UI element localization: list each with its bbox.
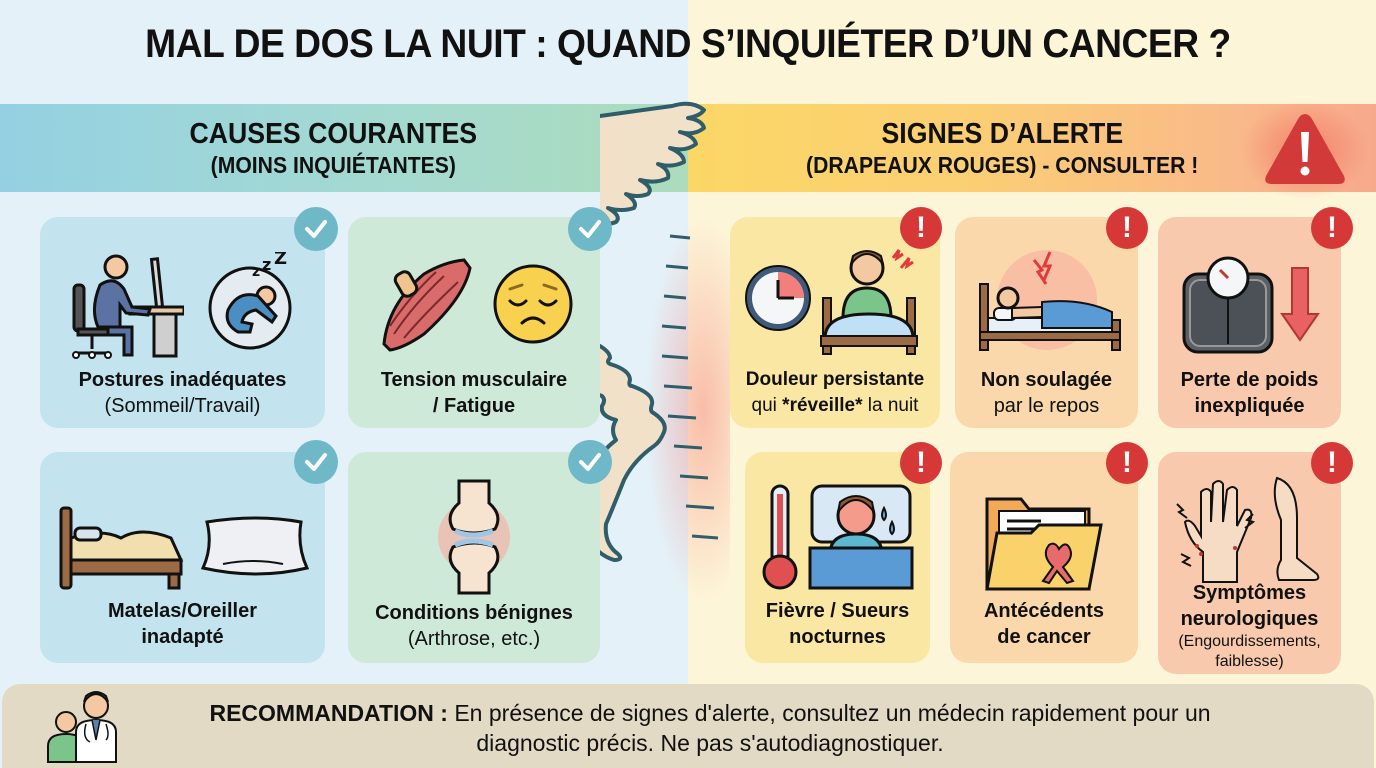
card-muscle-tension: Tension musculaire / Fatigue xyxy=(348,217,600,428)
card-not-relieved-by-rest: Non soulagée par le repos xyxy=(955,217,1138,428)
card-fever-night-sweats: Fièvre / Sueurs nocturnes xyxy=(745,452,930,663)
warning-triangle-icon xyxy=(1265,114,1345,184)
exclamation-icon: ! xyxy=(1311,207,1353,249)
card-fever-label: Fièvre / Sueurs nocturnes xyxy=(765,600,910,648)
common-causes-subheading: (MOINS INQUIÉTANTES) xyxy=(210,152,456,178)
exclamation-icon: ! xyxy=(1106,442,1148,484)
svg-text:z: z xyxy=(252,264,260,280)
svg-text:z: z xyxy=(262,255,271,274)
warning-signs-heading: SIGNES D’ALERTE xyxy=(881,118,1123,150)
muscle-icon xyxy=(382,258,472,352)
card-persistent-pain: Douleur persistante qui *réveille* la nu… xyxy=(730,217,940,428)
card-benign-conditions: Conditions bénignes (Arthrose, etc.) xyxy=(348,452,600,663)
awake-in-pain-person-icon xyxy=(820,249,918,355)
checkmark-icon xyxy=(294,440,338,484)
card-not-relieved-label: Non soulagée par le repos xyxy=(980,369,1113,417)
sweating-person-icon xyxy=(808,484,913,590)
card-postures: z z Z Postures inadéquates (Sommeil/Trav… xyxy=(40,217,325,428)
spine-icon xyxy=(600,101,719,562)
thermometer-icon xyxy=(762,484,797,590)
clock-icon xyxy=(745,265,811,331)
checkmark-icon xyxy=(568,440,612,484)
checkmark-icon xyxy=(294,207,338,251)
exclamation-icon: ! xyxy=(1106,207,1148,249)
card-mattress-label: Matelas/Oreiller inadapté xyxy=(108,600,257,648)
recommendation-label: RECOMMANDATION : xyxy=(209,700,448,726)
sleeping-curled-person-icon: z z Z xyxy=(208,252,291,350)
card-cancer-history: Antécédents de cancer xyxy=(950,452,1138,663)
desk-worker-icon xyxy=(71,254,184,359)
card-muscle-tension-label: Tension musculaire / Fatigue xyxy=(380,369,568,417)
down-arrow-icon xyxy=(1279,267,1320,342)
svg-text:Z: Z xyxy=(274,252,287,269)
exclamation-icon: ! xyxy=(900,207,942,249)
exclamation-icon: ! xyxy=(1311,442,1353,484)
card-weight-loss-label: Perte de poids inexpliquée xyxy=(1180,369,1319,417)
card-postures-label: Postures inadéquates (Sommeil/Travail) xyxy=(78,369,287,417)
exclamation-icon: ! xyxy=(900,442,942,484)
card-neurological-symptoms: Symptômes neurologiques (Engourdissement… xyxy=(1158,452,1341,674)
leg-icon xyxy=(1273,476,1319,581)
tingling-hand-icon xyxy=(1175,480,1255,583)
card-neurological-label: Symptômes neurologiques (Engourdissement… xyxy=(1178,582,1321,670)
pillow-icon xyxy=(200,516,309,576)
card-mattress: Matelas/Oreiller inadapté xyxy=(40,452,325,663)
bed-icon xyxy=(59,506,183,590)
tired-face-icon xyxy=(493,264,573,344)
recommendation-panel xyxy=(2,684,1374,768)
card-benign-conditions-label: Conditions bénignes (Arthrose, etc.) xyxy=(375,602,573,650)
card-cancer-history-label: Antécédents de cancer xyxy=(983,600,1105,648)
card-weight-loss: Perte de poids inexpliquée xyxy=(1158,217,1341,428)
recommendation-text: RECOMMANDATION : En présence de signes d… xyxy=(209,700,1211,756)
medical-folder-ribbon-icon xyxy=(985,497,1103,591)
checkmark-icon xyxy=(568,207,612,251)
lying-in-bed-pain-icon xyxy=(978,250,1121,351)
card-persistent-pain-label: Douleur persistante qui *réveille* la nu… xyxy=(745,369,925,416)
joint-icon xyxy=(438,479,510,595)
warning-signs-subheading: (DRAPEAUX ROUGES) - CONSULTER ! xyxy=(805,152,1199,178)
page-title: MAL DE DOS LA NUIT : QUAND S’INQUIÉTER D… xyxy=(145,22,1231,66)
doctor-patient-icon xyxy=(47,691,117,763)
common-causes-header: CAUSES COURANTES (MOINS INQUIÉTANTES) xyxy=(0,104,688,192)
scale-icon xyxy=(1182,256,1273,354)
spine-glow xyxy=(640,200,730,620)
common-causes-heading: CAUSES COURANTES xyxy=(189,118,477,150)
